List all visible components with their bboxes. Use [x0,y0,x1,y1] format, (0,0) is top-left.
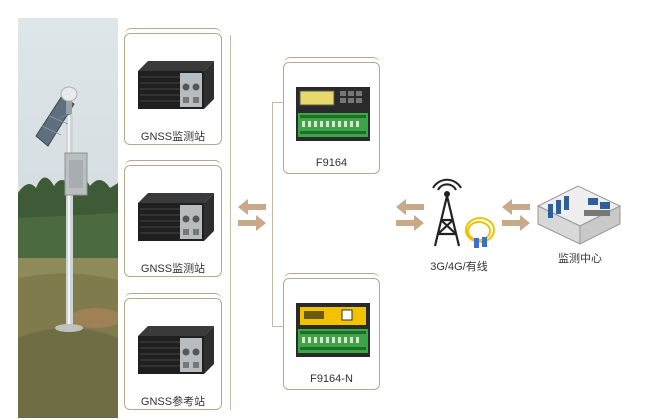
data-logger-icon [296,87,370,141]
center-label: 监测中心 [558,253,602,265]
gnss-receiver-icon [138,193,214,241]
comms-label: 3G/4G/有线 [430,261,488,273]
bidirectional-arrows [502,199,530,231]
gnss-receiver-icon [138,61,214,109]
bidirectional-arrows [396,199,424,231]
monitoring-center-icon [536,185,622,245]
station-label-3: GNSS参考站 [140,396,206,408]
station-card-3: GNSS参考站 [124,293,222,410]
data-logger-icon [296,303,370,357]
bidirectional-arrows [238,199,266,231]
station-bus-line [230,35,231,410]
device-card-f9164: F9164 [283,57,380,174]
gnss-station-photo [18,18,118,418]
station-card-1: GNSS监测站 [124,28,222,145]
gnss-receiver-icon [138,326,214,374]
device-bus-line [272,102,273,326]
device-label-f9164: F9164 [315,157,348,169]
device-label-f9164n: F9164-N [310,373,353,385]
station-card-2: GNSS监测站 [124,160,222,277]
device-card-f9164n: F9164-N [283,273,380,390]
radio-tower-icon [432,178,462,247]
station-label-1: GNSS监测站 [140,131,206,143]
station-label-2: GNSS监测站 [140,263,206,275]
fiber-cable-icon [465,217,495,248]
